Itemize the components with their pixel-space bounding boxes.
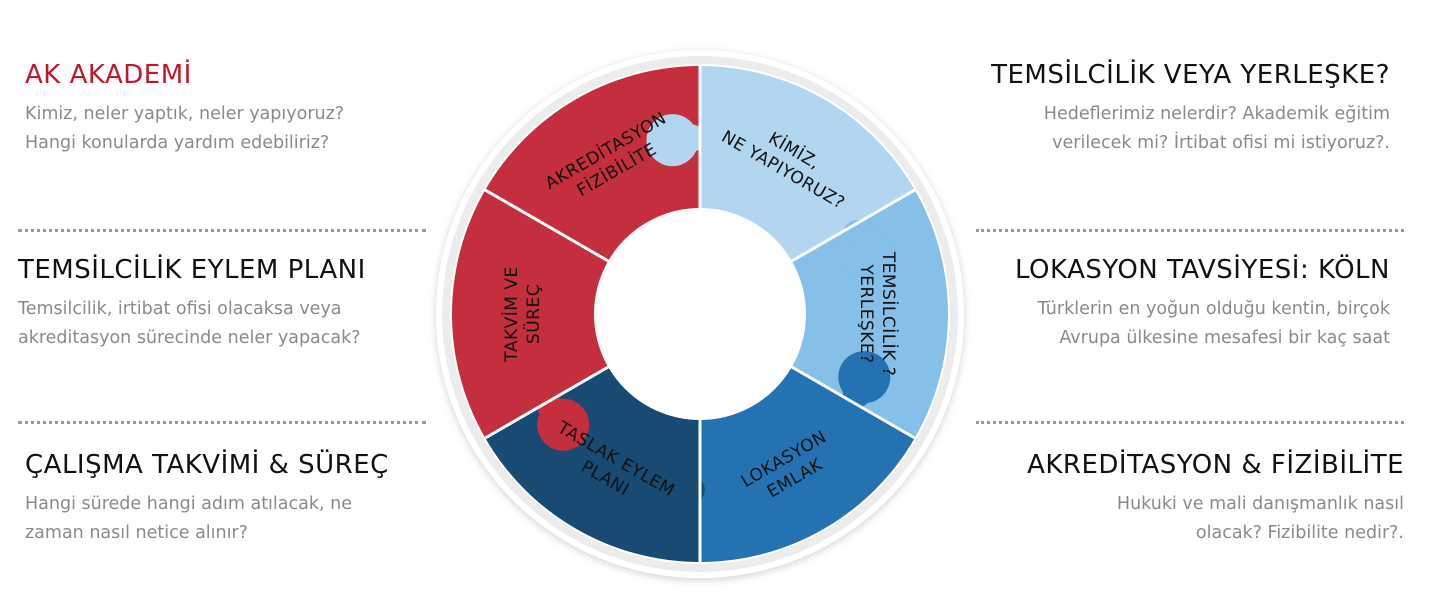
wheel-segment-temsilcilik xyxy=(790,190,948,438)
info-block-calisma-takvimi: ÇALIŞMA TAKVİMİ & SÜREÇ Hangi sürede han… xyxy=(25,450,389,548)
segment-divider xyxy=(789,188,916,264)
separator-left-1 xyxy=(18,229,426,232)
block-title: TEMSİLCİLİK VEYA YERLEŞKE? xyxy=(991,60,1390,90)
separator-right-1 xyxy=(976,229,1404,232)
separator-right-2 xyxy=(976,421,1404,424)
segment-divider xyxy=(789,364,916,440)
block-title: ÇALIŞMA TAKVİMİ & SÜREÇ xyxy=(25,450,389,480)
separator-left-2 xyxy=(18,421,426,424)
puzzle-knob-neck-kimiz xyxy=(676,124,705,153)
info-block-lokasyon: LOKASYON TAVSİYESİ: KÖLN Türklerin en yo… xyxy=(1015,255,1390,353)
info-block-eylem-plani: TEMSİLCİLİK EYLEM PLANI Temsilcilik, irt… xyxy=(18,255,366,353)
block-description: Hedeflerimiz nelerdir? Akademik eğitim v… xyxy=(1043,104,1390,153)
block-description: Türklerin en yoğun olduğu kentin, birçok… xyxy=(1037,299,1390,348)
block-description: Kimiz, neler yaptık, neler yapıyoruz? Ha… xyxy=(25,104,345,153)
block-description: Hukuki ve mali danışmanlık nasıl olacak?… xyxy=(1116,494,1404,543)
wheel-label-temsilcilik: TEMSİLCİLİK ?YERLEŞKE? xyxy=(856,251,899,377)
info-block-ak-akademi: AK AKADEMİ Kimiz, neler yaptık, neler ya… xyxy=(25,60,344,158)
block-title: TEMSİLCİLİK EYLEM PLANI xyxy=(18,255,366,285)
info-block-temsilcilik-yerleske: TEMSİLCİLİK VEYA YERLEŞKE? Hedeflerimiz … xyxy=(991,60,1390,158)
block-title: AK AKADEMİ xyxy=(25,60,192,90)
block-description: Temsilcilik, irtibat ofisi olacaksa veya… xyxy=(18,299,361,348)
info-block-akreditasyon: AKREDİTASYON & FİZİBİLİTE Hukuki ve mali… xyxy=(1027,450,1404,548)
puzzle-knob-neck-taslak xyxy=(676,475,705,504)
wheel-segment-taslak xyxy=(485,366,700,562)
block-description: Hangi sürede hangi adım atılacak, ne zam… xyxy=(25,494,352,543)
block-title: AKREDİTASYON & FİZİBİLİTE xyxy=(1027,450,1404,480)
wheel-center-hole xyxy=(594,208,806,420)
block-title: LOKASYON TAVSİYESİ: KÖLN xyxy=(1014,255,1390,285)
wheel-segments xyxy=(452,66,948,562)
wheel-segment-takvim xyxy=(452,190,610,438)
wheel-segment-akreditasyon xyxy=(485,66,700,262)
wheel-segment-kimiz xyxy=(700,66,915,262)
wheel-segment-lokasyon xyxy=(700,366,915,562)
segment-divider xyxy=(484,364,611,440)
segment-divider xyxy=(484,188,611,264)
